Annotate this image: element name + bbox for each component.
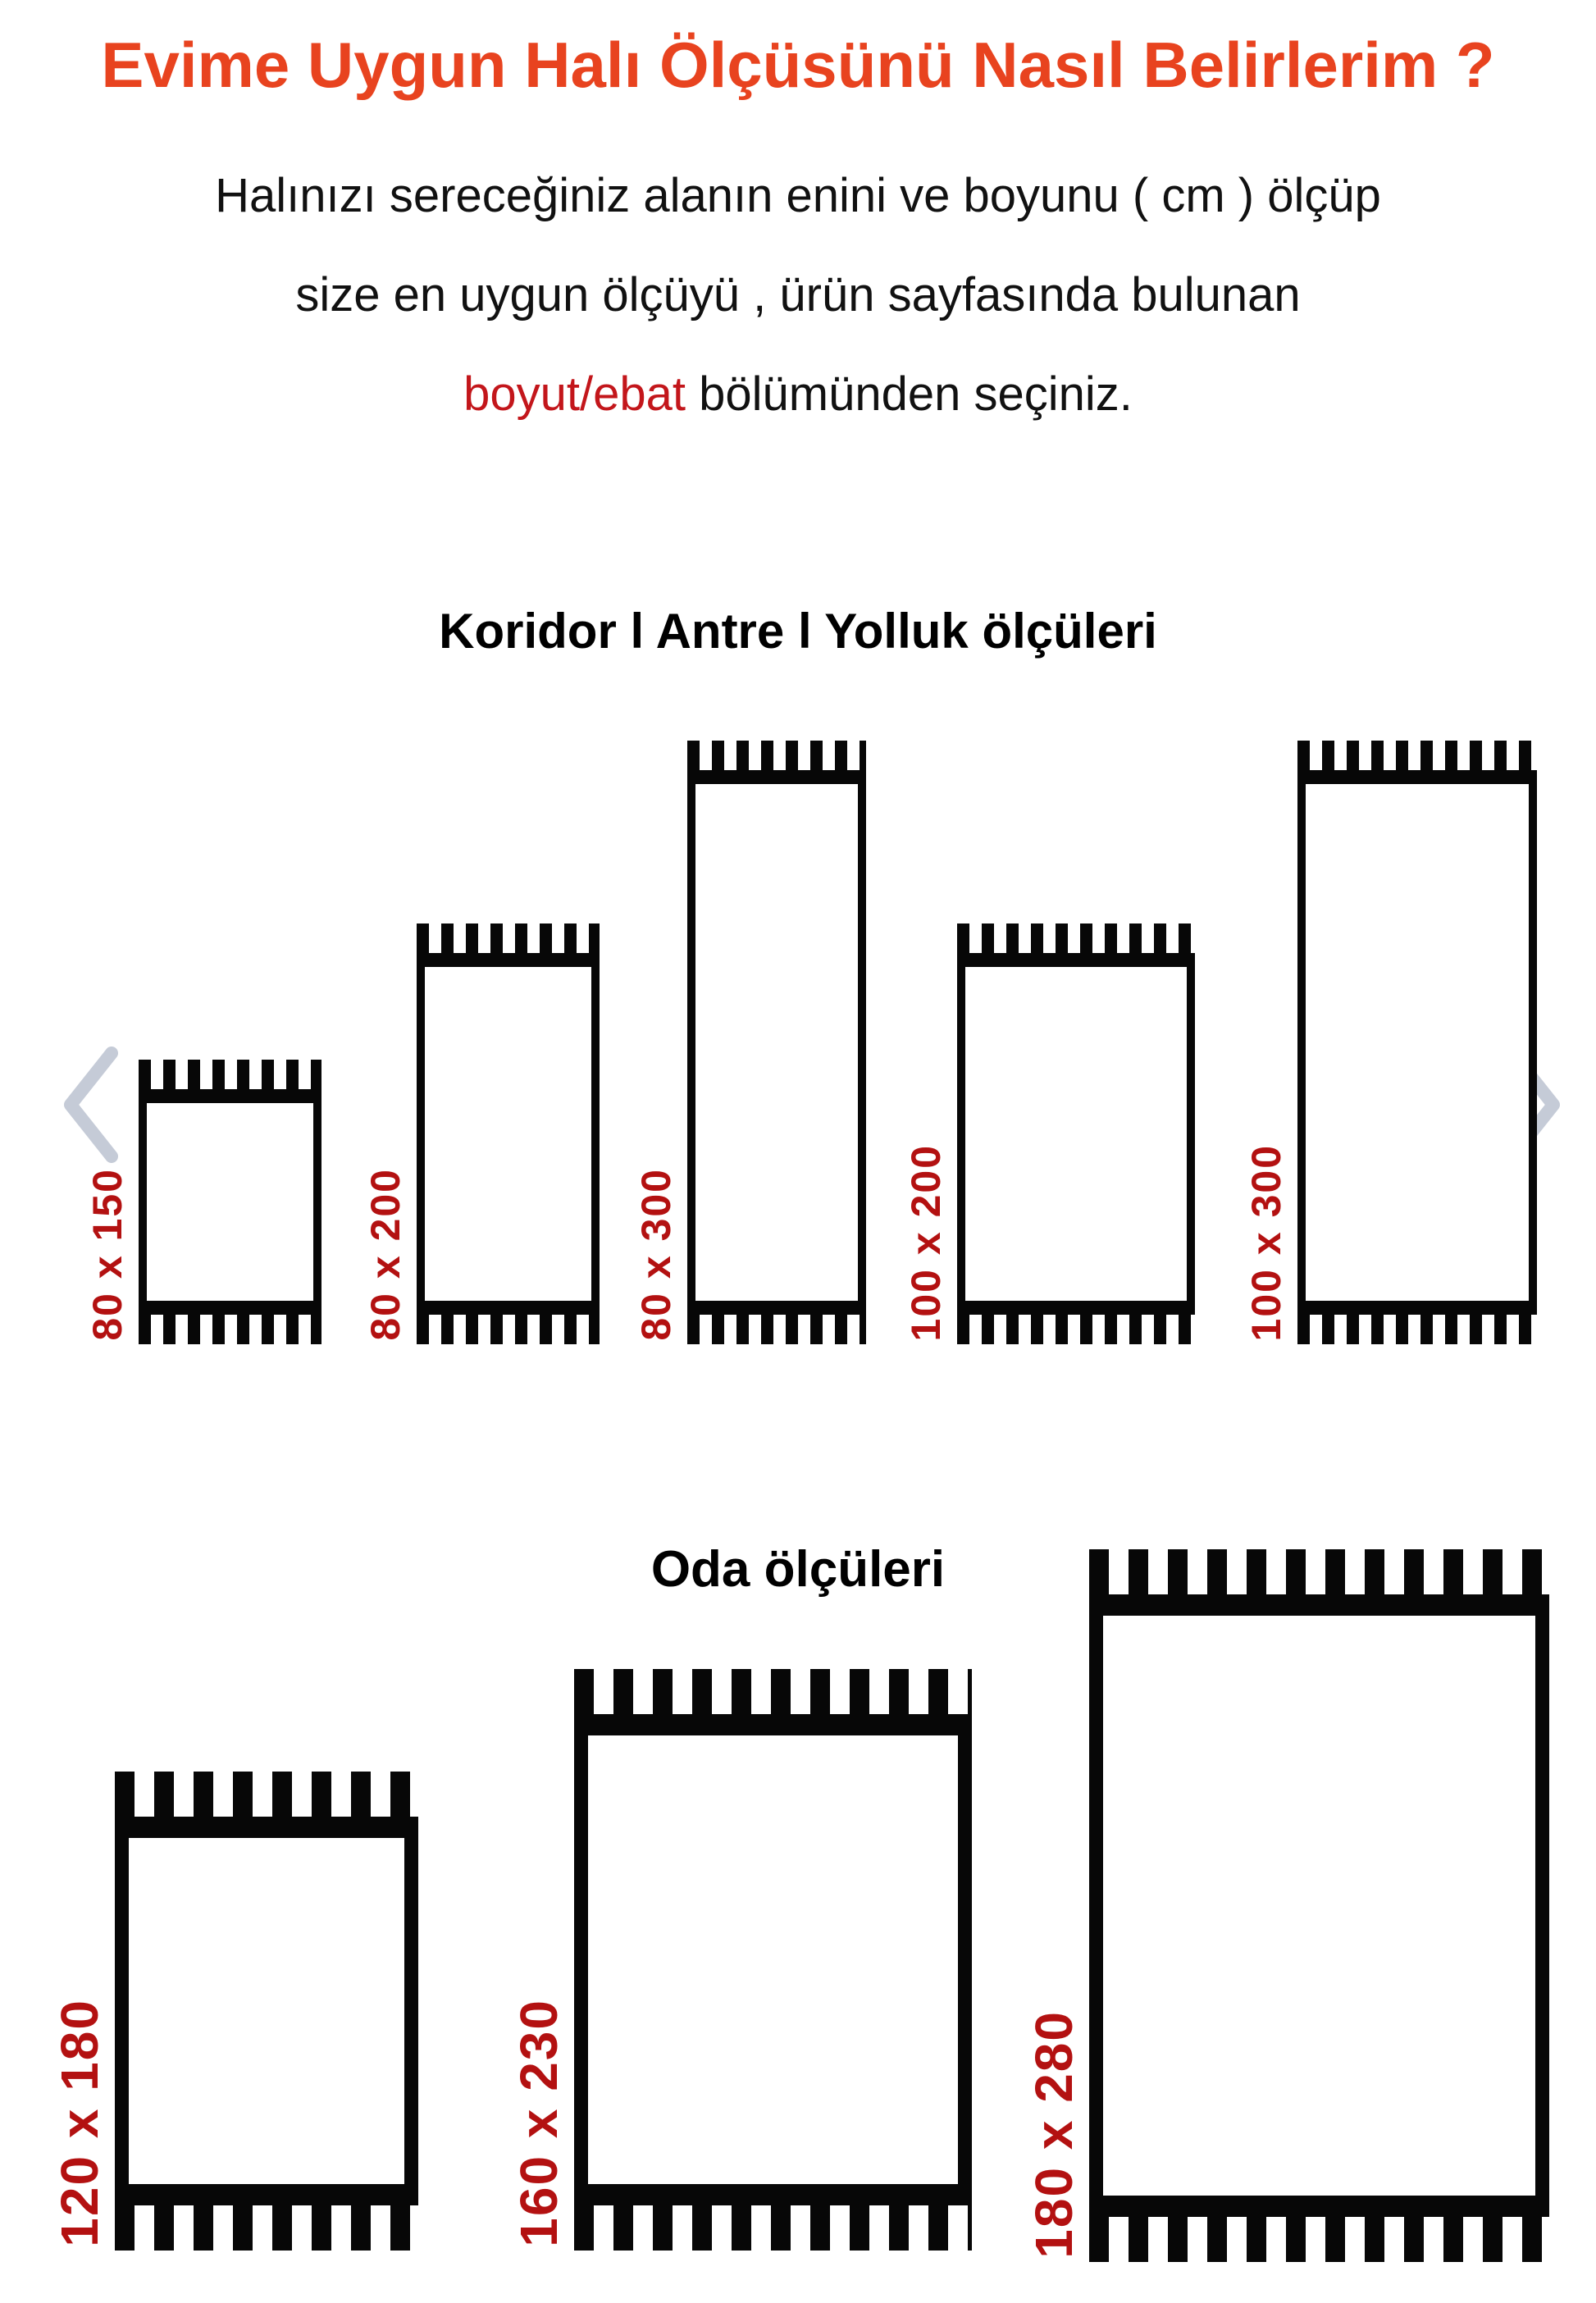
- rug-size-label: 80 x 300: [633, 1168, 679, 1341]
- rug-fringe-bottom: [115, 2205, 418, 2251]
- rug-size-label: 80 x 200: [363, 1168, 408, 1341]
- rug-diagram: [1089, 1549, 1549, 2262]
- rug-size-label: 120 x 180: [50, 1999, 109, 2247]
- rug-fringe-bottom: [417, 1315, 600, 1344]
- intro-line-3-rest: bölümünden seçiniz.: [686, 367, 1133, 421]
- rug-size-label: 160 x 230: [509, 1999, 568, 2247]
- rug-100x300: 100 x 300: [1236, 741, 1537, 1344]
- rug-diagram: [417, 923, 600, 1344]
- rug-100x200: 100 x 200: [896, 923, 1195, 1344]
- rug-fringe-bottom: [957, 1315, 1195, 1344]
- rug-160x230: 160 x 230: [504, 1669, 972, 2251]
- rug-120x180: 120 x 180: [45, 1772, 418, 2251]
- rug-body: [574, 1714, 972, 2205]
- intro-line-1: Halınızı sereceğiniz alanın enini ve boy…: [215, 169, 1381, 222]
- rug-fringe-top: [115, 1772, 418, 1817]
- intro-line-2: size en uygun ölçüyü , ürün sayfasında b…: [295, 268, 1301, 322]
- rug-fringe-top: [687, 741, 866, 770]
- rug-size-label: 100 x 200: [903, 1143, 949, 1341]
- rug-body: [417, 953, 600, 1315]
- corridor-section-heading: Koridor l Antre l Yolluk ölçüleri: [439, 604, 1157, 659]
- rug-diagram: [574, 1669, 972, 2251]
- rug-fringe-top: [139, 1060, 321, 1089]
- rug-fringe-bottom: [687, 1315, 866, 1344]
- rug-fringe-bottom: [1089, 2217, 1549, 2262]
- rug-body: [687, 770, 866, 1315]
- rug-body: [115, 1817, 418, 2205]
- rug-180x280: 180 x 280: [1019, 1549, 1549, 2262]
- intro-line-3: boyut/ebat bölümünden seçiniz.: [0, 344, 1596, 444]
- rug-fringe-top: [417, 923, 600, 953]
- carousel-prev-button[interactable]: [54, 1043, 130, 1166]
- rug-diagram: [687, 741, 866, 1344]
- rug-body: [957, 953, 1195, 1315]
- rug-size-label: 180 x 280: [1024, 2010, 1083, 2259]
- rug-body: [1297, 770, 1537, 1315]
- rug-body: [1089, 1594, 1549, 2217]
- rug-fringe-top: [957, 923, 1195, 953]
- rug-diagram: [115, 1772, 418, 2251]
- rug-80x200: 80 x 200: [355, 923, 600, 1344]
- rug-diagram: [957, 923, 1195, 1344]
- page-title: Evime Uygun Halı Ölçüsünü Nasıl Belirler…: [101, 29, 1495, 101]
- rug-80x300: 80 x 300: [626, 741, 866, 1344]
- rug-80x150: 80 x 150: [77, 1060, 321, 1344]
- rug-body: [139, 1089, 321, 1315]
- room-section-heading: Oda ölçüleri: [650, 1541, 946, 1598]
- rug-fringe-top: [1089, 1549, 1549, 1594]
- rug-size-label: 80 x 150: [84, 1168, 130, 1341]
- rug-size-label: 100 x 300: [1243, 1143, 1289, 1341]
- intro-highlight-boyut-ebat: boyut/ebat: [463, 367, 686, 421]
- rug-fringe-bottom: [574, 2205, 972, 2251]
- chevron-left-icon: [64, 1047, 118, 1163]
- rug-fringe-bottom: [1297, 1315, 1537, 1344]
- rug-fringe-bottom: [139, 1315, 321, 1344]
- rug-diagram: [139, 1060, 321, 1344]
- intro-text: Halınızı sereceğiniz alanın enini ve boy…: [0, 146, 1596, 444]
- rug-diagram: [1297, 741, 1537, 1344]
- rug-fringe-top: [574, 1669, 972, 1714]
- rug-fringe-top: [1297, 741, 1537, 770]
